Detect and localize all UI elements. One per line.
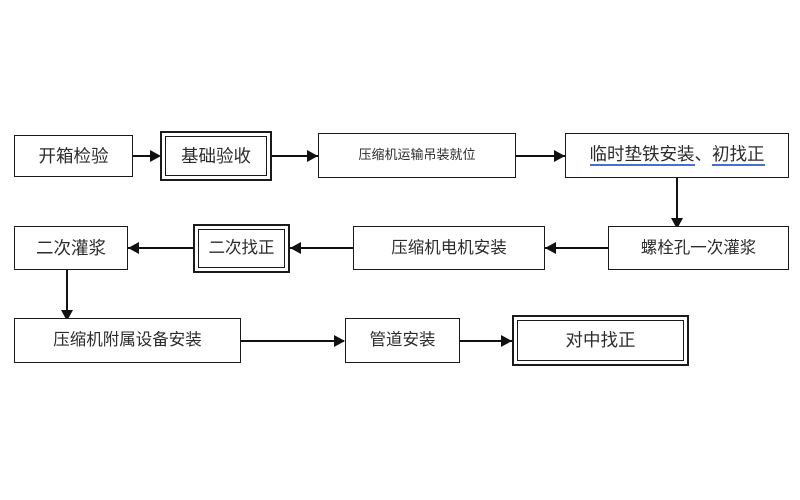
arrowhead-n2-n3 xyxy=(307,150,318,162)
node-label: 基础验收 xyxy=(181,145,251,166)
link-temp-shim-install[interactable]: 临时垫铁安装 xyxy=(589,145,695,167)
node-label-group: 临时垫铁安装、初找正 xyxy=(586,144,769,167)
node-label: 对中找正 xyxy=(565,330,636,351)
node-label: 螺栓孔一次灌浆 xyxy=(640,238,757,257)
node-label: 压缩机运输吊装就位 xyxy=(358,147,476,163)
node-inner-frame: 对中找正 xyxy=(517,320,684,361)
node-label: 二次找正 xyxy=(208,239,275,258)
node-inner-frame: 二次找正 xyxy=(198,229,285,268)
link-initial-alignment[interactable]: 初找正 xyxy=(712,145,765,167)
connector-n2-n3 xyxy=(272,155,318,157)
node-label: 管道安装 xyxy=(369,331,436,350)
node-label: 压缩机电机安装 xyxy=(391,238,507,257)
node-compressor-auxiliary-equipment-installation[interactable]: 压缩机附属设备安装 xyxy=(14,318,241,363)
node-compressor-motor-installation[interactable]: 压缩机电机安装 xyxy=(353,226,545,270)
connector-n7-n8 xyxy=(128,247,193,249)
node-centering-alignment[interactable]: 对中找正 xyxy=(512,315,689,366)
connector-n4-n5 xyxy=(676,178,678,222)
connector-n3-n4 xyxy=(516,155,565,157)
node-compressor-transport-hoisting[interactable]: 压缩机运输吊装就位 xyxy=(318,133,516,178)
arrowhead-n6-n7 xyxy=(290,242,301,254)
arrowhead-n10-n11 xyxy=(501,335,512,347)
connector-n6-n7 xyxy=(290,247,353,249)
node-temp-shim-install-initial-alignment[interactable]: 临时垫铁安装、初找正 xyxy=(565,133,789,178)
node-unpacking-inspection[interactable]: 开箱检验 xyxy=(14,135,133,177)
node-secondary-alignment[interactable]: 二次找正 xyxy=(193,224,290,273)
connector-n10-n11 xyxy=(460,340,512,342)
arrowhead-n7-n8 xyxy=(128,242,139,254)
node-label: 压缩机附属设备安装 xyxy=(53,331,202,350)
node-inner-frame: 基础验收 xyxy=(165,136,267,176)
arrowhead-n1-n2 xyxy=(150,150,161,162)
label-separator: 、 xyxy=(694,143,713,164)
node-secondary-grouting[interactable]: 二次灌浆 xyxy=(14,226,128,270)
arrowhead-n9-n10 xyxy=(334,335,345,347)
arrowhead-n3-n4 xyxy=(554,150,565,162)
node-pipeline-installation[interactable]: 管道安装 xyxy=(345,318,460,363)
node-foundation-acceptance[interactable]: 基础验收 xyxy=(160,131,272,181)
connector-n9-n10 xyxy=(241,340,344,342)
connector-n1-n2 xyxy=(133,155,158,157)
connector-n5-n6 xyxy=(545,247,608,249)
node-bolt-hole-first-grouting[interactable]: 螺栓孔一次灌浆 xyxy=(608,226,789,270)
node-label: 开箱检验 xyxy=(38,145,109,166)
connector-n8-n9 xyxy=(66,270,68,314)
arrowhead-n8-n9 xyxy=(61,310,73,321)
node-label: 二次灌浆 xyxy=(36,237,106,258)
arrowhead-n5-n6 xyxy=(545,242,556,254)
arrowhead-n4-n5 xyxy=(671,218,683,229)
